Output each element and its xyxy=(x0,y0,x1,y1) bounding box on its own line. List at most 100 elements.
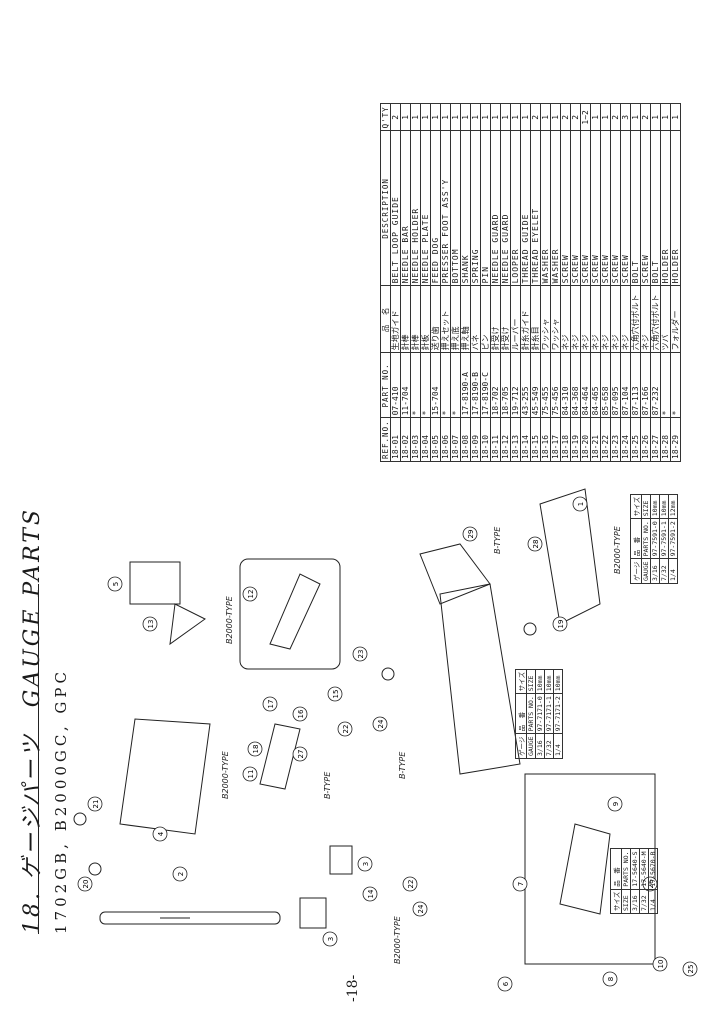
cell-desc: BELT LOOP GUIDE xyxy=(390,130,401,286)
screw-20 xyxy=(88,862,102,876)
cell-jp: 針棒 xyxy=(400,285,411,353)
callout-circle xyxy=(512,876,528,892)
needle-holder-shape-2 xyxy=(329,845,353,875)
callout-circle xyxy=(607,796,623,812)
size-cell: SIZE xyxy=(526,669,536,694)
callout-circle xyxy=(77,876,93,892)
callout-circle xyxy=(602,971,618,987)
cell-qty: 1 xyxy=(400,103,411,131)
cell-qty: 1 xyxy=(510,103,521,131)
cell-ref: 18-07 xyxy=(450,417,461,462)
header-part: PART NO. xyxy=(380,352,391,418)
callout-number: 13 xyxy=(147,620,155,629)
callout-circle xyxy=(642,876,658,892)
cell-part: 85-658 xyxy=(600,352,611,418)
cell-ref: 18-19 xyxy=(570,417,581,462)
cell-jp: ネジ xyxy=(600,285,611,353)
cell-ref: 18-26 xyxy=(640,417,651,462)
size-cell: 17-5640-S xyxy=(630,848,640,890)
cell-qty: 1 xyxy=(460,103,471,131)
screw-21 xyxy=(73,812,87,826)
parts-diagram: B2000-TYPE B-TYPE B-TYPE B2000-TYPE B200… xyxy=(73,488,698,992)
cell-part: 87-104 xyxy=(620,352,631,418)
cell-desc: SHANK xyxy=(460,130,471,286)
callout-number: 22 xyxy=(407,880,415,889)
size-cell: 17-5640-M xyxy=(639,848,649,890)
callout-number: 3 xyxy=(327,937,335,941)
presser-foot-frame xyxy=(524,773,656,965)
cell-part: 17-8190-A xyxy=(460,352,471,418)
cell-qty: 1 xyxy=(450,103,461,131)
cell-ref: 18-20 xyxy=(580,417,591,462)
callout-circle xyxy=(372,716,388,732)
cell-qty: 1 xyxy=(500,103,511,131)
size-cell: PARTS NO. xyxy=(621,848,631,890)
cell-part: 87-166 xyxy=(640,352,651,418)
cell-ref: 18-10 xyxy=(480,417,491,462)
size-cell: 1/4 xyxy=(648,889,658,914)
callout-circle xyxy=(572,496,588,512)
cell-part: * xyxy=(420,352,431,418)
type-label-b2000-d: B2000-TYPE xyxy=(613,525,622,574)
size-table-row: サイズ品 番 xyxy=(610,848,622,914)
callout-circle xyxy=(682,961,698,977)
cell-ref: 18-17 xyxy=(550,417,561,462)
callout-circle xyxy=(152,826,168,842)
cell-ref: 18-01 xyxy=(390,417,401,462)
cell-jp: 押え軸 xyxy=(460,285,471,353)
callout-circle xyxy=(357,856,373,872)
cell-desc: NEEDLE BAR xyxy=(400,130,411,286)
cell-ref: 18-06 xyxy=(440,417,451,462)
callout-number: 26 xyxy=(647,879,655,888)
callout-circle xyxy=(107,576,123,592)
cell-ref: 18-02 xyxy=(400,417,411,462)
size-cell: 10mm xyxy=(650,494,660,519)
size-cell: 10mm xyxy=(659,494,669,519)
cell-ref: 18-05 xyxy=(430,417,441,462)
cell-jp: ネジ xyxy=(580,285,591,353)
cell-ref: 18-24 xyxy=(620,417,631,462)
cell-qty: 1 xyxy=(470,103,481,131)
cell-part: 15-704 xyxy=(430,352,441,418)
size-cell: サイズ xyxy=(515,669,527,694)
callout-number: 24 xyxy=(417,904,425,913)
cell-desc: HOLDER xyxy=(660,130,671,286)
cell-part: * xyxy=(660,352,671,418)
cell-desc: WASHER xyxy=(540,130,551,286)
cell-qty: 1 xyxy=(630,103,641,131)
cell-part: 07-410 xyxy=(390,352,401,418)
header-desc: DESCRIPTION xyxy=(380,130,391,286)
cell-jp: 針棒 xyxy=(410,285,421,353)
cell-qty: 3 xyxy=(620,103,631,131)
size-cell: 1/4 xyxy=(668,558,678,584)
needle-guard-11 xyxy=(259,723,301,790)
callout-circle xyxy=(462,526,478,542)
cell-jp: 針糸ガイド xyxy=(520,285,531,353)
cell-jp: ネジ xyxy=(560,285,571,353)
callout-circle xyxy=(172,866,188,882)
presser-foot-bottom xyxy=(559,823,611,915)
size-cell: 3/16 xyxy=(650,558,660,584)
cell-qty: 2 xyxy=(560,103,571,131)
callout-number: 28 xyxy=(532,540,540,549)
callout-number: 14 xyxy=(367,889,375,898)
looper-shape xyxy=(169,603,206,646)
cell-jp: ルーパー xyxy=(510,285,521,353)
cell-part: * xyxy=(440,352,451,418)
cell-jp: ワッシャ xyxy=(540,285,551,353)
cell-jp: 生地ガイド xyxy=(390,285,401,353)
cell-jp: 六角穴付ボルト xyxy=(650,285,661,353)
callout-number: 20 xyxy=(82,880,90,889)
cell-desc: BOTTOM xyxy=(450,130,461,286)
cell-desc: SPRING xyxy=(470,130,481,286)
